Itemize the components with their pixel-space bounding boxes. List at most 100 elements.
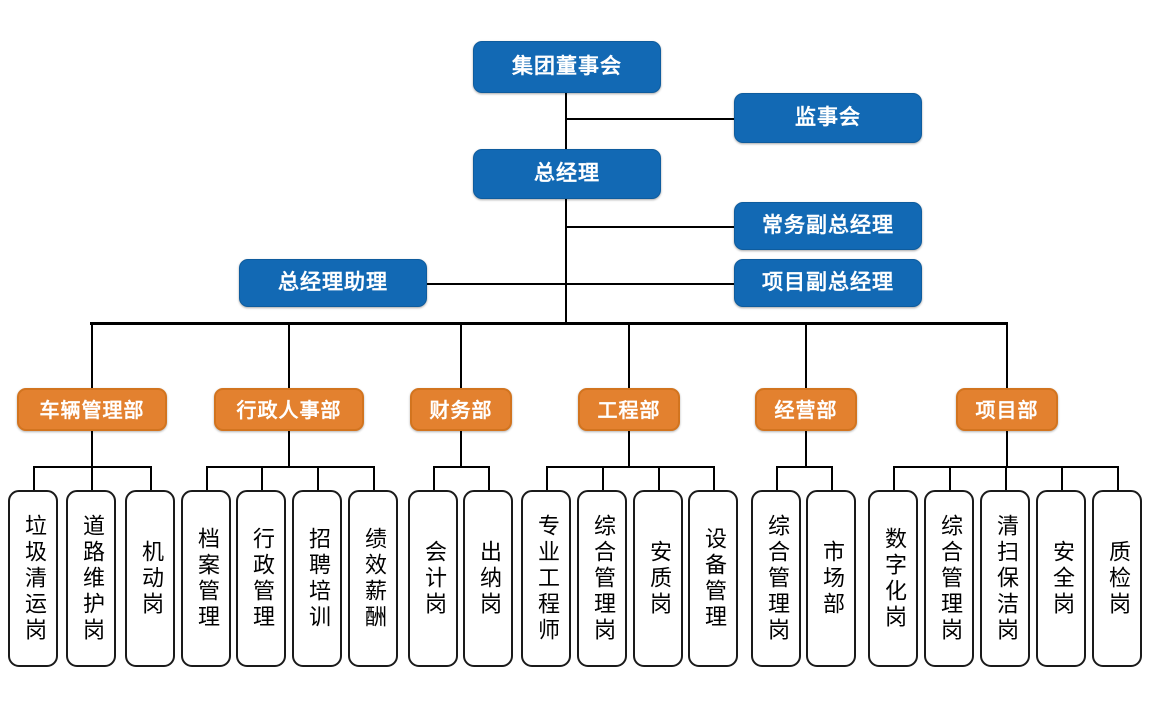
connector-leaf-drop [713, 466, 715, 491]
connector-dept6-drop [1006, 430, 1008, 467]
connector-spine-to-project-vp [565, 283, 735, 285]
position-label: 综合管理岗 [590, 513, 615, 644]
position-label: 安全岗 [1049, 539, 1074, 618]
connector-leaf-drop [831, 466, 833, 491]
position-box[interactable]: 清扫保洁岗 [980, 490, 1030, 667]
node-general-manager-assistant[interactable]: 总经理助理 [239, 259, 427, 307]
position-box[interactable]: 垃圾清运岗 [8, 490, 58, 667]
position-box[interactable]: 综合管理岗 [924, 490, 974, 667]
connector-leaf-drop [373, 466, 375, 491]
sub-bus-dept-4 [546, 466, 714, 468]
node-label: 总经理助理 [278, 270, 388, 295]
position-box[interactable]: 招聘培训 [292, 490, 342, 667]
department-project[interactable]: 项目部 [956, 388, 1058, 431]
connector-gm-spine [565, 199, 567, 324]
node-label: 常务副总经理 [762, 213, 894, 238]
connector-bus-to-dept-5 [805, 322, 807, 389]
position-label: 招聘培训 [305, 526, 330, 631]
department-finance[interactable]: 财务部 [410, 388, 512, 431]
connector-leaf-drop [33, 466, 35, 491]
connector-bus-to-dept-3 [460, 322, 462, 389]
position-box[interactable]: 安质岗 [633, 490, 683, 667]
connector-gm-assistant-to-spine [425, 283, 566, 285]
position-label: 道路维护岗 [79, 513, 104, 644]
position-box[interactable]: 出纳岗 [463, 490, 513, 667]
department-label: 车辆管理部 [39, 397, 145, 422]
position-box[interactable]: 档案管理 [181, 490, 231, 667]
connector-dept3-drop [460, 430, 462, 467]
position-box[interactable]: 道路维护岗 [66, 490, 116, 667]
department-administration-hr[interactable]: 行政人事部 [214, 388, 364, 431]
department-business-operations[interactable]: 经营部 [755, 388, 857, 431]
connector-bus-to-dept-6 [1006, 322, 1008, 389]
connector-spine-to-supervisory [565, 118, 735, 120]
connector-spine-to-executive-vp [565, 226, 735, 228]
node-supervisory-board[interactable]: 监事会 [734, 93, 922, 143]
connector-dept2-drop [288, 430, 290, 467]
node-project-vice-general-manager[interactable]: 项目副总经理 [734, 259, 922, 307]
position-label: 机动岗 [138, 539, 163, 618]
connector-leaf-drop [949, 466, 951, 491]
department-label: 行政人事部 [236, 397, 342, 422]
position-label: 垃圾清运岗 [21, 513, 46, 644]
position-label: 综合管理岗 [764, 513, 789, 644]
position-box[interactable]: 绩效薪酬 [348, 490, 398, 667]
node-general-manager[interactable]: 总经理 [473, 149, 661, 199]
position-box[interactable]: 质检岗 [1092, 490, 1142, 667]
position-box[interactable]: 行政管理 [236, 490, 286, 667]
node-label: 项目副总经理 [762, 270, 894, 295]
department-label: 经营部 [774, 397, 838, 422]
position-label: 绩效薪酬 [361, 526, 386, 631]
position-label: 市场部 [819, 539, 844, 618]
node-board-of-directors[interactable]: 集团董事会 [473, 41, 661, 93]
position-box[interactable]: 专业工程师 [521, 490, 571, 667]
connector-board-to-gm [565, 92, 567, 149]
position-box[interactable]: 数字化岗 [868, 490, 918, 667]
connector-leaf-drop [317, 466, 319, 491]
position-label: 档案管理 [194, 526, 219, 631]
department-engineering[interactable]: 工程部 [578, 388, 680, 431]
position-label: 行政管理 [249, 526, 274, 631]
position-box[interactable]: 综合管理岗 [577, 490, 627, 667]
position-box[interactable]: 设备管理 [688, 490, 738, 667]
sub-bus-dept-3 [433, 466, 489, 468]
node-executive-vice-general-manager[interactable]: 常务副总经理 [734, 202, 922, 250]
connector-leaf-drop [1005, 466, 1007, 491]
node-label: 监事会 [795, 105, 861, 130]
sub-bus-dept-2 [206, 466, 374, 468]
connector-bus-to-dept-4 [628, 322, 630, 389]
position-label: 数字化岗 [881, 526, 906, 631]
connector-bus-to-dept-1 [91, 322, 93, 389]
node-label: 总经理 [534, 161, 600, 186]
connector-dept5-drop [805, 430, 807, 467]
department-label: 工程部 [597, 397, 661, 422]
position-box[interactable]: 市场部 [806, 490, 856, 667]
position-label: 清扫保洁岗 [993, 513, 1018, 644]
connector-dept4-drop [628, 430, 630, 467]
department-label: 财务部 [429, 397, 493, 422]
connector-bus-to-dept-2 [288, 322, 290, 389]
position-label: 综合管理岗 [937, 513, 962, 644]
connector-leaf-drop [658, 466, 660, 491]
node-label: 集团董事会 [512, 54, 622, 79]
department-vehicle-management[interactable]: 车辆管理部 [17, 388, 167, 431]
connector-leaf-drop [776, 466, 778, 491]
position-box[interactable]: 会计岗 [408, 490, 458, 667]
position-label: 设备管理 [701, 526, 726, 631]
position-label: 会计岗 [421, 539, 446, 618]
position-box[interactable]: 综合管理岗 [751, 490, 801, 667]
connector-leaf-drop [602, 466, 604, 491]
connector-leaf-drop [433, 466, 435, 491]
position-box[interactable]: 安全岗 [1036, 490, 1086, 667]
position-label: 专业工程师 [534, 513, 559, 644]
connector-dept1-drop [91, 430, 93, 467]
department-label: 项目部 [975, 397, 1039, 422]
connector-leaf-drop [206, 466, 208, 491]
position-box[interactable]: 机动岗 [125, 490, 175, 667]
sub-bus-dept-5 [776, 466, 832, 468]
connector-leaf-drop [1061, 466, 1063, 491]
connector-leaf-drop [1117, 466, 1119, 491]
connector-leaf-drop [150, 466, 152, 491]
connector-leaf-drop [488, 466, 490, 491]
